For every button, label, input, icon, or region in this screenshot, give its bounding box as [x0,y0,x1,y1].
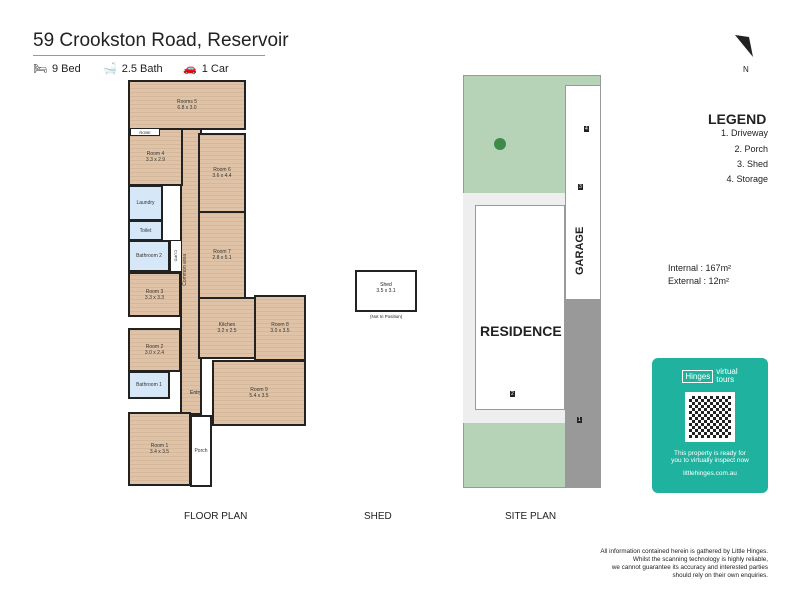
room-name: Room 6 [213,167,231,173]
disclaimer-line: All information contained herein is gath… [600,548,768,555]
tree-icon [494,138,506,150]
toilet-label: Toilet [139,227,152,234]
internal-area: Internal : 167m² [668,263,731,273]
vt-title-2: tours [716,375,735,384]
room-name: Rooms 5 [176,99,197,105]
legend-item: 4. Storage [726,174,768,184]
external-area: External : 12m² [668,276,729,286]
porch: Porch [190,415,212,487]
garage-label: GARAGE [574,226,586,275]
bathroom-2: Bathroom 2 [128,240,170,272]
room-dims: 3.0 x 2.4 [144,350,165,356]
shed-caption: SHED [364,511,392,522]
floor-plan-caption: FLOOR PLAN [184,511,248,522]
disclaimer-line: Whilst the scanning technology is highly… [632,555,768,563]
legend-item: 2. Porch [734,144,768,154]
legend-title: LEGEND [708,111,767,127]
room-name: Room 7 [213,249,231,255]
beds-count: 9 Bed [51,62,81,75]
baths-count: 2.5 Bath [121,62,163,75]
room-name: Laundry [136,200,155,206]
shed: Shed 3.5 x 3.1 [355,270,417,312]
external-area-value: : 12m² [703,276,730,286]
cupd-label: CUPD [173,250,179,262]
divider [33,55,265,56]
vt-text-1: This property is ready for [674,450,746,457]
vt-title-1: virtual [716,367,738,376]
room-name: Bathroom 1 [136,382,162,388]
marker-1: 1 [577,417,582,423]
disclaimer: All information contained herein is gath… [600,548,768,579]
porch-label: Porch [194,448,208,454]
marker-4: 4 [584,126,589,132]
hinges-logo: Hinges [682,369,714,383]
residence [475,205,565,410]
site-plan-caption: SITE PLAN [505,511,557,522]
bed-icon: 🛏 [33,63,47,75]
cars-feature: 🚗 1 Car [183,62,229,76]
external-area-label: External [668,276,702,286]
vt-text-2: you to virtually inspect now [671,457,749,464]
room-name: Kitchen [218,322,236,328]
room-dims: 3.0 x 3.5 [270,328,290,334]
room-dims: 3.4 x 3.5 [149,449,170,455]
shed-dims: 3.5 x 3.1 [376,288,396,294]
bathroom-1: Bathroom 1 [128,371,170,399]
property-address: 59 Crookston Road, Reservoir [33,30,289,51]
legend-item: 1. Driveway [720,128,768,138]
disclaimer-line: should rely on their own enquiries. [672,571,768,579]
internal-area-value: : 167m² [700,263,732,273]
room-name: Bathroom 2 [136,253,162,259]
room-dims: 3.2 x 2.5 [217,328,237,334]
legend-item: 3. Shed [736,159,768,169]
room-name: Room 2 [145,344,164,350]
laundry: Laundry [128,185,163,221]
room-dims: 3.3 x 2.9 [145,157,166,163]
baths-feature: 🛁 2.5 Bath [103,62,163,76]
beds-feature: 🛏 9 Bed [33,62,81,76]
room-dims: 6.8 x 3.0 [177,105,197,111]
qr-code-icon[interactable] [685,392,735,442]
room-name: Room 9 [250,387,268,393]
marker-2: 2 [510,391,515,397]
disclaimer-line: we cannot guarantee its accuracy and int… [611,563,768,571]
room-name: Room 8 [271,322,289,328]
room-name: Room 1 [150,443,169,449]
room-dims: 5.4 x 3.5 [249,393,269,399]
compass-north-arrow-icon [735,35,753,57]
room-name: Room 4 [146,151,165,157]
entry-label: Entry [190,390,202,396]
car-icon: 🚗 [183,63,197,75]
room-dims: 2.8 x 5.1 [212,255,232,261]
room-dims: 3.3 x 3.3 [144,294,165,301]
garage [565,85,601,300]
internal-area-label: Internal [668,263,699,273]
cupboard: CUPD [170,240,182,272]
room-name: Room 3 [145,288,164,295]
toilet: Toilet [128,220,163,241]
bath-icon: 🛁 [103,63,117,75]
robe: ROBE [130,128,160,136]
compass-label: N [743,65,749,74]
marker-3: 3 [578,184,583,190]
residence-label: RESIDENCE [480,323,562,339]
cars-count: 1 Car [201,62,229,75]
shed-name: Shed [380,282,392,288]
shed-note: (Not In Position) [370,314,403,319]
vt-url-link[interactable]: littlehinges.com.au [683,470,737,477]
driveway [565,300,601,488]
room-dims: 3.6 x 4.4 [212,173,232,179]
